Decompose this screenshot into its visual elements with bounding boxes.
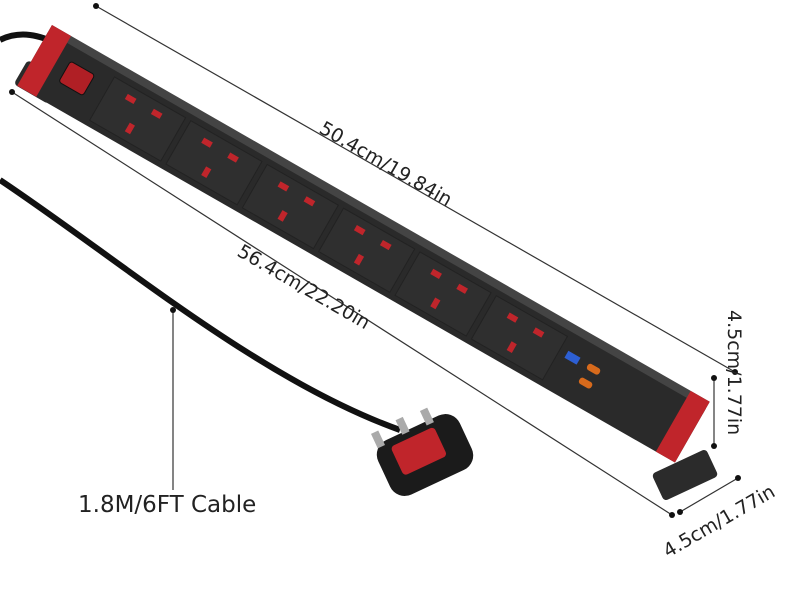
uk-socket[interactable] <box>317 207 416 293</box>
uk-socket[interactable] <box>165 120 263 206</box>
uk-socket[interactable] <box>241 163 340 250</box>
mounting-bracket-right <box>652 450 718 500</box>
uk-socket[interactable] <box>88 76 187 162</box>
end-cap-right <box>655 390 710 463</box>
cable-length-label: 1.8M/6FT Cable <box>78 492 256 518</box>
uk-socket[interactable] <box>470 294 569 381</box>
uk-socket[interactable] <box>394 251 492 337</box>
end-cap-left <box>17 25 72 97</box>
dimension-endpoints <box>9 3 741 518</box>
height-label: 4.5cm/1.77in <box>723 310 745 435</box>
power-switch[interactable] <box>59 61 95 96</box>
usb-a-port[interactable] <box>564 350 581 365</box>
power-cable-long <box>0 177 402 433</box>
power-strip <box>17 25 710 463</box>
dimension-lines <box>11 5 739 516</box>
usb-c-port[interactable] <box>586 363 602 376</box>
uk-plug <box>370 407 474 496</box>
usb-panel <box>564 350 602 390</box>
usb-c-port[interactable] <box>578 377 594 390</box>
